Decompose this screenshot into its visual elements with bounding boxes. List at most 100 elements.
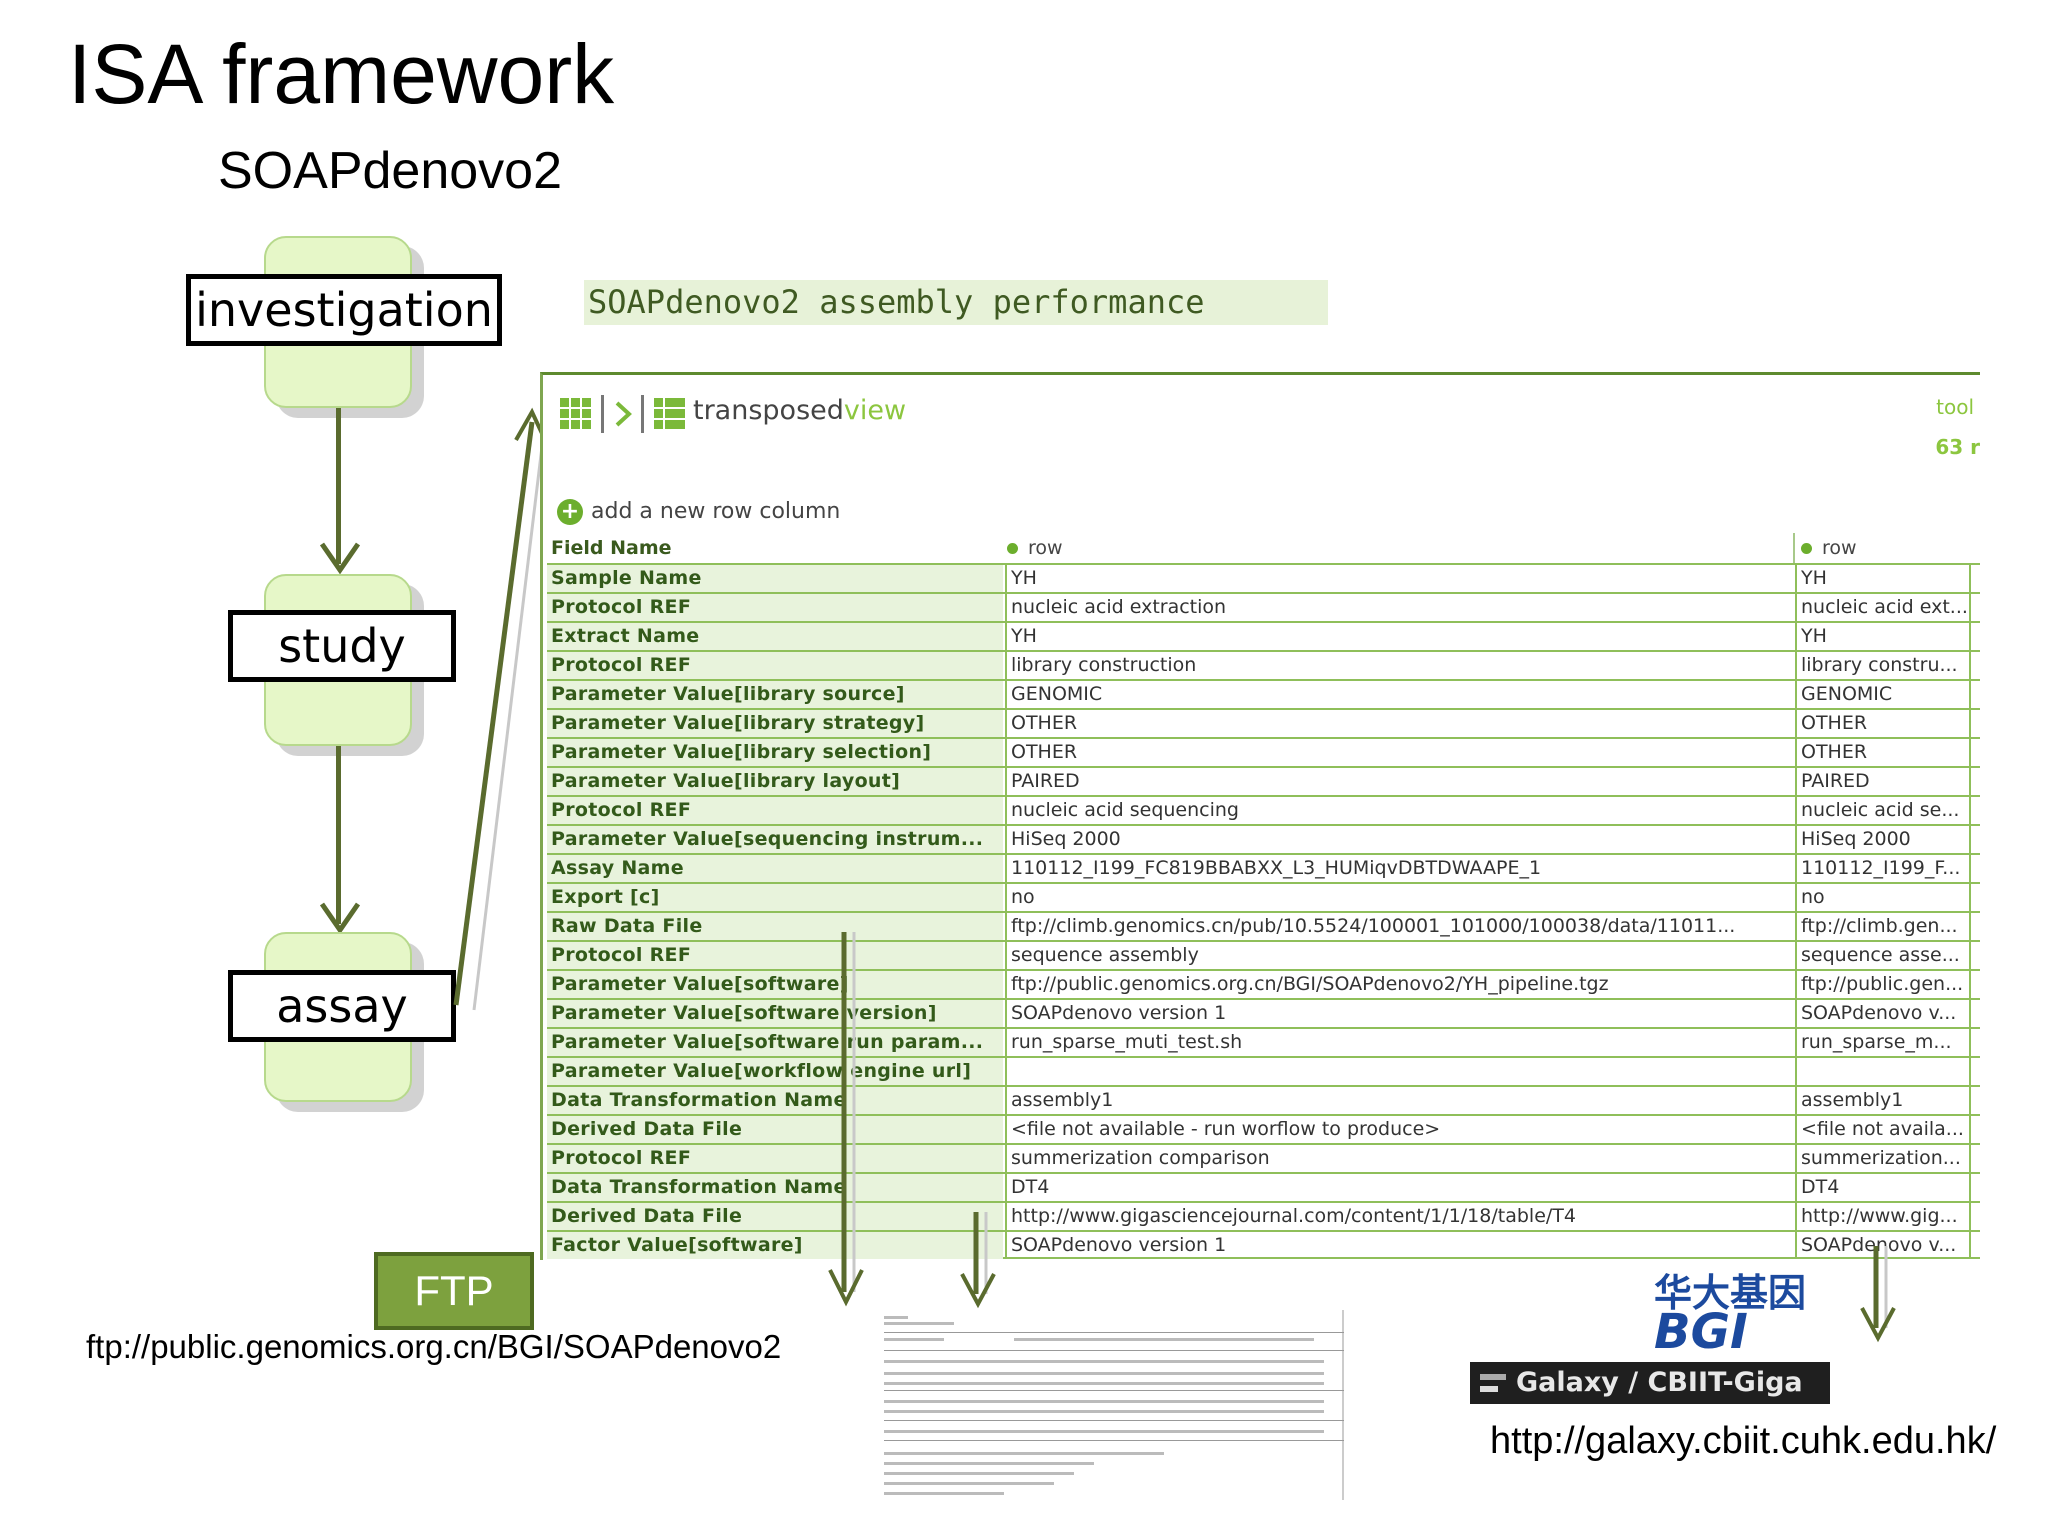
row-1-value-cell[interactable]: GENOMIC bbox=[1005, 681, 1791, 708]
row-1-value-cell[interactable]: ftp://climb.genomics.cn/pub/10.5524/1000… bbox=[1005, 913, 1791, 940]
row-2-value-cell[interactable] bbox=[1795, 1058, 1971, 1085]
row-1-value-cell[interactable]: library construction bbox=[1005, 652, 1791, 679]
row-1-value-cell[interactable]: run_sparse_muti_test.sh bbox=[1005, 1029, 1791, 1056]
table-row[interactable]: Parameter Value[workflow engine url] bbox=[547, 1056, 1980, 1085]
assay-label: assay bbox=[228, 970, 456, 1042]
galaxy-url[interactable]: http://galaxy.cbiit.cuhk.edu.hk/ bbox=[1490, 1420, 1997, 1462]
galaxy-icon-bar bbox=[1480, 1386, 1498, 1392]
row-1-value-cell[interactable]: OTHER bbox=[1005, 739, 1791, 766]
row-1-value-cell[interactable]: sequence assembly bbox=[1005, 942, 1791, 969]
row-2-value-cell[interactable]: summerization... bbox=[1795, 1145, 1971, 1172]
add-row-column-button[interactable]: + add a new row column bbox=[557, 499, 840, 525]
chevron-right-icon[interactable] bbox=[613, 399, 635, 429]
row-2-value-cell[interactable]: no bbox=[1795, 884, 1971, 911]
galaxy-banner: Galaxy / CBIIT-Giga bbox=[1470, 1362, 1830, 1404]
row-2-value-cell[interactable]: DT4 bbox=[1795, 1174, 1971, 1201]
row-1-value-cell[interactable] bbox=[1005, 1058, 1791, 1085]
field-name-cell: Protocol REF bbox=[547, 942, 1003, 969]
header-row-1[interactable]: row bbox=[1007, 537, 1063, 559]
field-name-cell: Protocol REF bbox=[547, 652, 1003, 679]
grid-icon[interactable] bbox=[559, 397, 593, 431]
row-2-value-cell[interactable]: ftp://climb.gen... bbox=[1795, 913, 1971, 940]
table-row[interactable]: Parameter Value[sequencing instrum...HiS… bbox=[547, 824, 1980, 853]
ftp-badge: FTP bbox=[374, 1252, 534, 1330]
add-icon: + bbox=[557, 499, 583, 525]
row-1-value-cell[interactable]: ftp://public.genomics.org.cn/BGI/SOAPden… bbox=[1005, 971, 1791, 998]
row-1-value-cell[interactable]: YH bbox=[1005, 623, 1791, 650]
row-1-value-cell[interactable]: http://www.gigasciencejournal.com/conten… bbox=[1005, 1203, 1791, 1230]
bgi-logo-chinese: 华大基因 bbox=[1654, 1271, 1806, 1315]
row-2-value-cell[interactable]: <file not availa... bbox=[1795, 1116, 1971, 1143]
ftp-url[interactable]: ftp://public.genomics.org.cn/BGI/SOAPden… bbox=[86, 1328, 782, 1365]
row-1-value-cell[interactable]: DT4 bbox=[1005, 1174, 1791, 1201]
bgi-logo-latin: BGI bbox=[1654, 1304, 1748, 1350]
row-1-value-cell[interactable]: PAIRED bbox=[1005, 768, 1791, 795]
row-2-value-cell[interactable]: OTHER bbox=[1795, 739, 1971, 766]
row-1-value-cell[interactable]: <file not available - run worflow to pro… bbox=[1005, 1116, 1791, 1143]
row-1-value-cell[interactable]: YH bbox=[1005, 565, 1791, 592]
row-2-value-cell[interactable]: PAIRED bbox=[1795, 768, 1971, 795]
row-1-value-cell[interactable]: SOAPdenovo version 1 bbox=[1005, 1000, 1791, 1027]
row-dot-icon bbox=[1007, 543, 1018, 554]
connector-investigation-study bbox=[336, 408, 341, 564]
table-row[interactable]: Parameter Value[software]ftp://public.ge… bbox=[547, 969, 1980, 998]
row-2-value-cell[interactable]: 110112_I199_F... bbox=[1795, 855, 1971, 882]
row-2-value-cell[interactable]: run_sparse_m... bbox=[1795, 1029, 1971, 1056]
row-1-value-cell[interactable]: no bbox=[1005, 884, 1791, 911]
table-row[interactable]: Derived Data File<file not available - r… bbox=[547, 1114, 1980, 1143]
row-2-value-cell[interactable]: ftp://public.gen... bbox=[1795, 971, 1971, 998]
row-2-value-cell[interactable]: YH bbox=[1795, 623, 1971, 650]
table-title: SOAPdenovo2 assembly performance bbox=[584, 280, 1328, 325]
row-2-value-cell[interactable]: HiSeq 2000 bbox=[1795, 826, 1971, 853]
tool-link[interactable]: tool bbox=[1936, 395, 1974, 419]
row-2-value-cell[interactable]: assembly1 bbox=[1795, 1087, 1971, 1114]
row-2-value-cell[interactable]: library constru... bbox=[1795, 652, 1971, 679]
field-name-cell: Extract Name bbox=[547, 623, 1003, 650]
table-row[interactable]: Parameter Value[software version]SOAPden… bbox=[547, 998, 1980, 1027]
table-icon[interactable] bbox=[653, 397, 687, 431]
row-2-value-cell[interactable]: SOAPdenovo v... bbox=[1795, 1232, 1971, 1259]
row-2-value-cell[interactable]: GENOMIC bbox=[1795, 681, 1971, 708]
row-1-value-cell[interactable]: nucleic acid extraction bbox=[1005, 594, 1791, 621]
row-1-value-cell[interactable]: assembly1 bbox=[1005, 1087, 1791, 1114]
row-1-value-cell[interactable]: nucleic acid sequencing bbox=[1005, 797, 1791, 824]
add-row-label: add a new row column bbox=[591, 499, 841, 524]
row-1-value-cell[interactable]: HiSeq 2000 bbox=[1005, 826, 1791, 853]
row-2-value-cell[interactable]: OTHER bbox=[1795, 710, 1971, 737]
table-row[interactable]: Parameter Value[software run param...run… bbox=[547, 1027, 1980, 1056]
field-name-cell: Sample Name bbox=[547, 565, 1003, 592]
row-2-value-cell[interactable]: YH bbox=[1795, 565, 1971, 592]
row-2-value-cell[interactable]: nucleic acid se... bbox=[1795, 797, 1971, 824]
row-1-value-cell[interactable]: OTHER bbox=[1005, 710, 1791, 737]
table-row[interactable]: Factor Value[software]SOAPdenovo version… bbox=[547, 1230, 1980, 1259]
row-2-value-cell[interactable]: nucleic acid ext... bbox=[1795, 594, 1971, 621]
row-2-value-cell[interactable]: sequence asse... bbox=[1795, 942, 1971, 969]
row-2-value-cell[interactable]: http://www.gig... bbox=[1795, 1203, 1971, 1230]
header-divider bbox=[1793, 533, 1795, 563]
row-1-value-cell[interactable]: SOAPdenovo version 1 bbox=[1005, 1232, 1791, 1259]
row-1-value-cell[interactable]: 110112_I199_FC819BBABXX_L3_HUMiqvDBTDWAA… bbox=[1005, 855, 1791, 882]
header-row-2[interactable]: row bbox=[1801, 537, 1857, 559]
row-2-value-cell[interactable]: SOAPdenovo v... bbox=[1795, 1000, 1971, 1027]
row-1-value-cell[interactable]: summerization comparison bbox=[1005, 1145, 1791, 1172]
field-name-cell: Parameter Value[library strategy] bbox=[547, 710, 1003, 737]
